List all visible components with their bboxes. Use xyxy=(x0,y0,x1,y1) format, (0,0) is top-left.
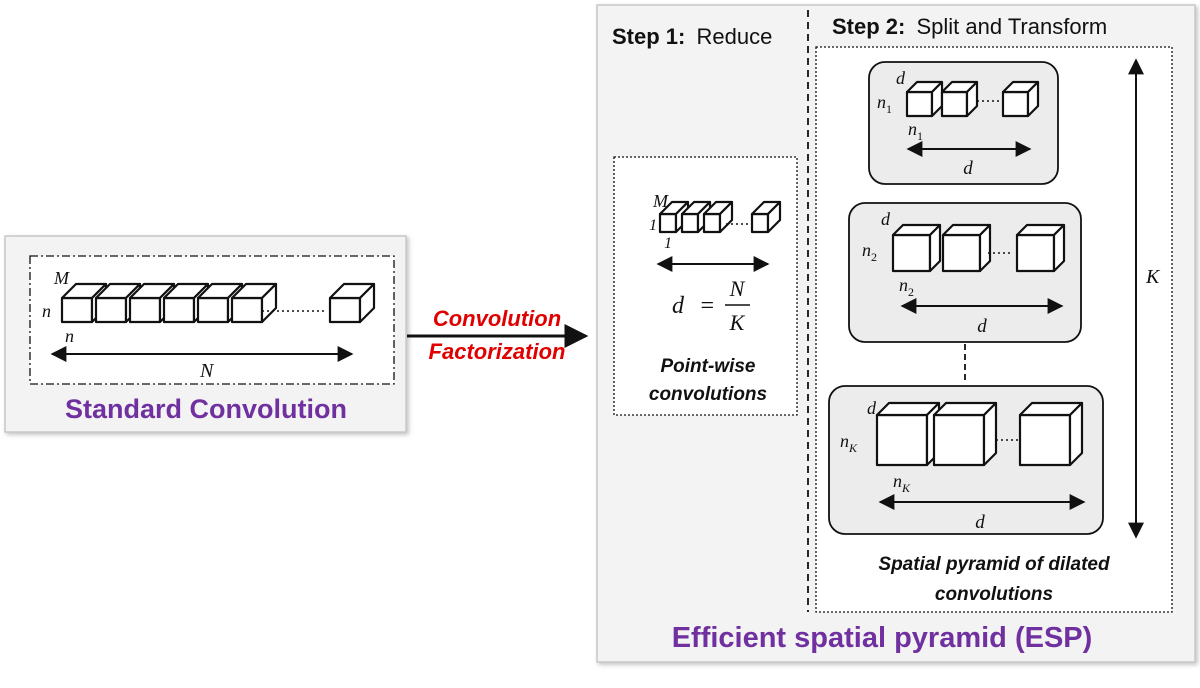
pointwise-group: M 1 1 d = N K Point-wise convolutions xyxy=(613,156,798,416)
cube xyxy=(941,223,992,273)
levelK-label-n-left: nK xyxy=(840,431,858,455)
pyramid-caption-line2: convolutions xyxy=(935,584,1053,605)
step1-prefix: Step 1: xyxy=(612,24,685,49)
factorization-arrow: Convolution Factorization xyxy=(407,306,589,364)
cube xyxy=(1001,80,1040,118)
esp-panel: Step 1: Reduce Step 2: Split and Transfo… xyxy=(596,4,1196,663)
standard-cube-row xyxy=(60,282,376,324)
levelK-cube-row xyxy=(875,401,1084,467)
cube xyxy=(1015,223,1066,273)
cube xyxy=(1018,401,1084,467)
step2-prefix: Step 2: xyxy=(832,14,905,39)
levelK-label-d-top: d xyxy=(867,398,877,418)
standard-title: Standard Convolution xyxy=(65,394,347,424)
level2-cube-row xyxy=(891,223,1066,273)
factorization-label-line2: Factorization xyxy=(429,339,566,364)
level1-label-d-bottom: d xyxy=(963,158,973,179)
pointwise-label-1-below: 1 xyxy=(664,235,672,252)
standard-label-n-below: n xyxy=(65,326,74,346)
step2-header: Step 2: Split and Transform xyxy=(832,14,1107,39)
pyramid-caption-line1: Spatial pyramid of dilated xyxy=(878,554,1110,575)
pyramid-label-K: K xyxy=(1145,266,1161,288)
level1-label-n-left: n1 xyxy=(877,92,892,116)
level1-label-n-below: n1 xyxy=(908,119,923,143)
levelK-label-d-bottom: d xyxy=(975,512,985,533)
level2-label-n-below: n2 xyxy=(899,275,914,299)
esp-title: Efficient spatial pyramid (ESP) xyxy=(672,622,1093,654)
pointwise-label-M: M xyxy=(652,191,669,211)
pointwise-caption-line2: convolutions xyxy=(649,384,767,405)
cube xyxy=(875,401,941,467)
level1-cube-row xyxy=(905,80,1040,118)
standard-label-n-left: n xyxy=(42,301,51,321)
pyramid-level-2: d n2 n2 d xyxy=(848,202,1082,343)
factorization-label-line1: Convolution xyxy=(433,306,561,331)
pointwise-caption-line1: Point-wise xyxy=(660,356,755,377)
pointwise-eq-equals: = xyxy=(699,293,715,319)
step1-text: Reduce xyxy=(696,24,772,49)
pointwise-eq-numerator: N xyxy=(729,276,746,301)
pyramid-level-K: d nK nK d xyxy=(828,385,1104,535)
standard-label-N: N xyxy=(199,360,215,382)
step2-text: Split and Transform xyxy=(916,14,1107,39)
levelK-label-n-below: nK xyxy=(893,471,911,495)
standard-label-M: M xyxy=(53,268,70,288)
cube xyxy=(750,200,782,234)
level2-label-d-bottom: d xyxy=(977,316,987,337)
pointwise-cube-row xyxy=(658,200,782,234)
level2-label-n-left: n2 xyxy=(862,240,877,264)
cube xyxy=(905,80,944,118)
cube xyxy=(702,200,734,234)
cube xyxy=(940,80,979,118)
pointwise-eq-d: d xyxy=(672,293,685,319)
pointwise-frame xyxy=(613,156,798,416)
cube xyxy=(230,282,278,324)
step1-header: Step 1: Reduce xyxy=(612,24,772,49)
cube xyxy=(891,223,942,273)
pyramid-level-1: d n1 n1 d xyxy=(868,61,1059,185)
cube xyxy=(932,401,998,467)
standard-convolution-panel: M n n N Standard Convolution xyxy=(4,235,407,433)
pointwise-label-1-left: 1 xyxy=(649,217,657,234)
pointwise-eq-denominator: K xyxy=(729,310,746,335)
level2-label-d-top: d xyxy=(881,209,891,229)
pyramid-group: d n1 n1 d d n2 n2 d xyxy=(815,46,1173,613)
level1-label-d-top: d xyxy=(896,68,906,88)
cube xyxy=(328,282,376,324)
